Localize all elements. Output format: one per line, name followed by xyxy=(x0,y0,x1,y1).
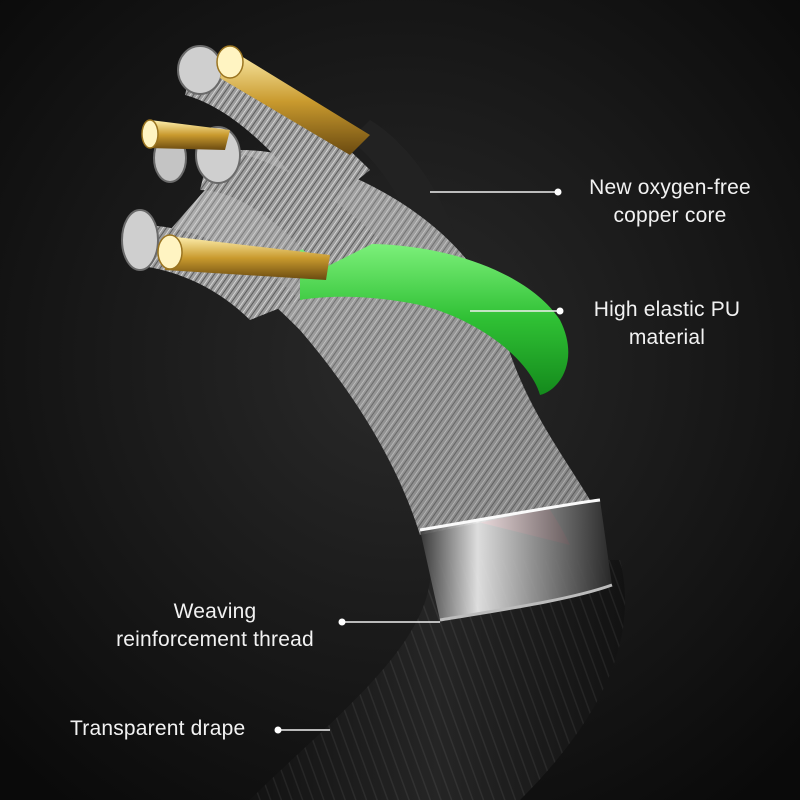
label-weaving-thread-line2: reinforcement thread xyxy=(116,628,314,651)
gold-copper-tips xyxy=(141,45,370,280)
green-pu-wire xyxy=(300,243,569,395)
label-weaving-thread-line1: Weaving xyxy=(173,600,257,623)
label-pu-material-line1: High elastic PU xyxy=(593,298,741,321)
label-transparent-drape-line1: Transparent drape xyxy=(70,717,246,740)
label-transparent-drape: Transparent drape xyxy=(70,715,280,743)
callout-lines xyxy=(274,188,564,734)
label-copper-core-line2: copper core xyxy=(613,204,727,227)
label-copper-core: New oxygen-free copper core xyxy=(565,174,775,230)
label-weaving-thread: Weaving reinforcement thread xyxy=(100,598,330,654)
label-pu-material: High elastic PU material xyxy=(572,296,762,352)
transparent-ring xyxy=(419,498,613,622)
label-copper-core-line1: New oxygen-free xyxy=(589,176,751,199)
label-pu-material-line2: material xyxy=(628,326,706,349)
